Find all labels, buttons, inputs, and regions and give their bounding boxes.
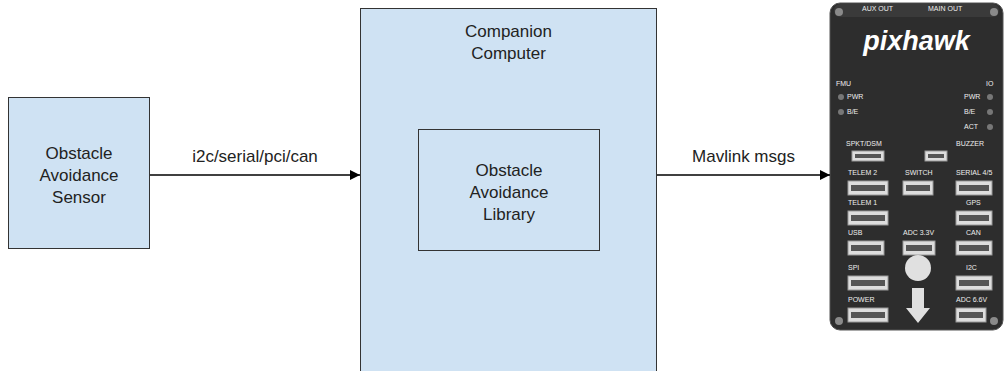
connector-slot — [851, 245, 881, 251]
port-connector — [925, 151, 947, 161]
status-led — [838, 94, 844, 100]
node-text: Obstacle Avoidance Library — [449, 160, 569, 226]
status-led — [987, 109, 993, 115]
port-label: POWER — [848, 296, 874, 304]
status-led — [987, 124, 993, 130]
controller-body — [830, 3, 1003, 330]
connector-slot — [928, 154, 944, 158]
port-label: FMU — [836, 80, 851, 88]
port-connector — [848, 308, 888, 322]
connector-slot — [851, 312, 885, 318]
port-label: IO — [986, 80, 993, 88]
port-label: ADC 6.6V — [956, 296, 987, 304]
connector-slot — [851, 280, 885, 286]
connector-slot — [959, 280, 989, 286]
sensor-box: Obstacle Avoidance Sensor — [8, 97, 150, 249]
port-label: PWR — [964, 93, 980, 101]
port-label: B/E — [847, 108, 858, 116]
port-label: BUZZER — [956, 140, 984, 148]
status-led — [838, 109, 844, 115]
port-label: ACT — [964, 123, 978, 131]
top-bevel — [834, 4, 999, 17]
computer-box: Companion ComputerObstacle Avoidance Lib… — [360, 8, 657, 371]
port-connector — [903, 181, 933, 195]
port-connector — [956, 211, 992, 225]
port-connector — [903, 241, 935, 255]
connector-slot — [851, 215, 885, 221]
port-label: TELEM 1 — [848, 199, 877, 207]
port-label: I2C — [966, 264, 977, 272]
node-text: Companion Computer — [449, 21, 569, 65]
orientation-arrow — [906, 288, 930, 323]
arrow-connector — [150, 174, 360, 175]
port-label: GPS — [966, 199, 981, 207]
port-connector — [956, 276, 992, 290]
connector-slot — [959, 185, 989, 191]
screw — [990, 8, 998, 16]
arrow-connector — [657, 174, 830, 175]
node-text: Obstacle Avoidance Sensor — [16, 143, 142, 209]
port-label: CAN — [966, 229, 981, 237]
port-label: SPI — [848, 264, 859, 272]
logo-text: pixhawk — [863, 25, 970, 57]
screw — [990, 317, 998, 325]
status-led — [987, 94, 993, 100]
connector-slot — [906, 185, 930, 191]
edge-label: Mavlink msgs — [690, 147, 797, 167]
port-label: SWITCH — [905, 169, 933, 177]
port-label: PWR — [847, 93, 863, 101]
port-label: SPKT/DSM — [846, 140, 882, 148]
flight-controller: pixhawk — [830, 3, 1003, 330]
connector-slot — [959, 215, 989, 221]
connector-slot — [959, 312, 983, 318]
port-label: TELEM 2 — [848, 169, 877, 177]
connector-slot — [959, 245, 989, 251]
connector-slot — [851, 185, 885, 191]
port-label: USB — [848, 229, 862, 237]
port-label: ADC 3.3V — [903, 229, 934, 237]
port-connector — [956, 241, 992, 255]
screw — [835, 317, 843, 325]
port-connector — [848, 181, 888, 195]
port-connector — [848, 241, 884, 255]
connector-slot — [855, 154, 881, 158]
port-connector — [956, 181, 992, 195]
port-connector — [848, 276, 888, 290]
port-label: B/E — [964, 108, 975, 116]
port-connector — [848, 211, 888, 225]
connector-slot — [906, 245, 932, 251]
screw — [835, 8, 843, 16]
port-connector — [956, 308, 986, 322]
port-label: AUX OUT — [862, 5, 893, 13]
safety-window — [905, 255, 931, 281]
library-box: Obstacle Avoidance Library — [418, 129, 600, 251]
edge-label: i2c/serial/pci/can — [190, 147, 320, 167]
port-label: SERIAL 4/5 — [956, 169, 992, 177]
port-connector — [852, 151, 884, 161]
port-label: MAIN OUT — [928, 5, 962, 13]
